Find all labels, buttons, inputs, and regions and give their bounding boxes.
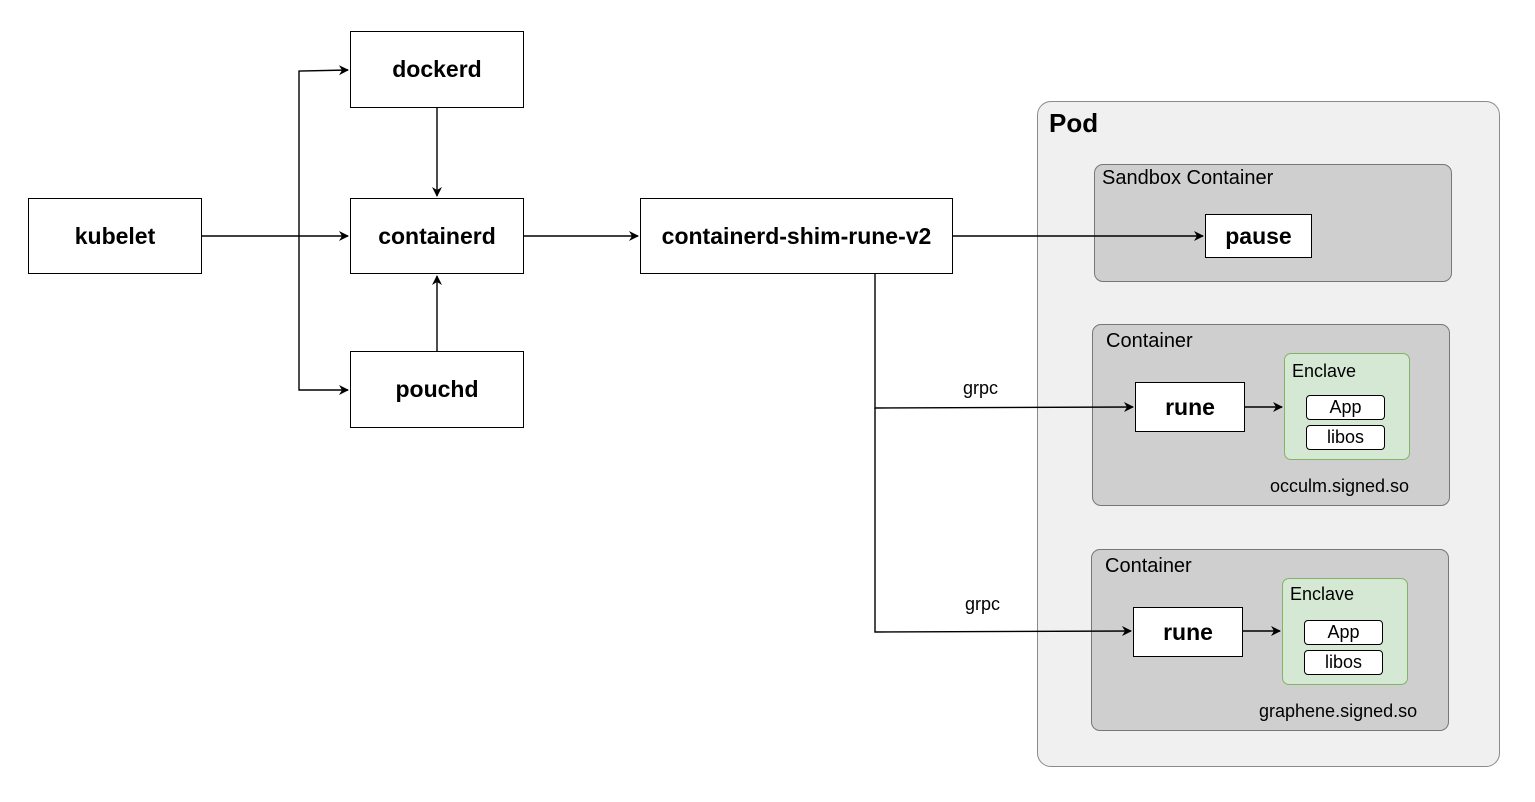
pouchd-node: pouchd xyxy=(350,351,524,428)
library-label-1: occulm.signed.so xyxy=(1270,476,1410,496)
containerd-shim-node: containerd-shim-rune-v2 xyxy=(640,198,953,274)
library-label-2: graphene.signed.so xyxy=(1259,701,1418,721)
enclave-2-title: Enclave xyxy=(1290,584,1355,604)
libos-box-2: libos xyxy=(1304,650,1383,675)
pod-title: Pod xyxy=(1049,108,1099,138)
edge-kubelet-dockerd xyxy=(298,65,349,236)
edge-shim-rune-2 xyxy=(874,408,1132,637)
pause-node: pause xyxy=(1205,214,1312,258)
libos-box-1: libos xyxy=(1306,425,1385,450)
container-1-title: Container xyxy=(1106,330,1193,352)
app-box-2: App xyxy=(1304,620,1383,645)
grpc-label-2: grpc xyxy=(965,594,1001,614)
edge-shim-rune-1 xyxy=(874,274,1134,413)
rune-node-1: rune xyxy=(1135,382,1245,432)
containerd-node: containerd xyxy=(350,198,524,274)
container-2-title: Container xyxy=(1105,555,1192,577)
kubelet-node: kubelet xyxy=(28,198,202,274)
dockerd-node: dockerd xyxy=(350,31,524,108)
app-box-1: App xyxy=(1306,395,1385,420)
grpc-label-1: grpc xyxy=(963,378,999,398)
rune-node-2: rune xyxy=(1133,607,1243,657)
enclave-1-title: Enclave xyxy=(1292,361,1357,381)
edge-kubelet-pouchd xyxy=(298,236,349,395)
sandbox-container-title: Sandbox Container xyxy=(1102,167,1274,189)
